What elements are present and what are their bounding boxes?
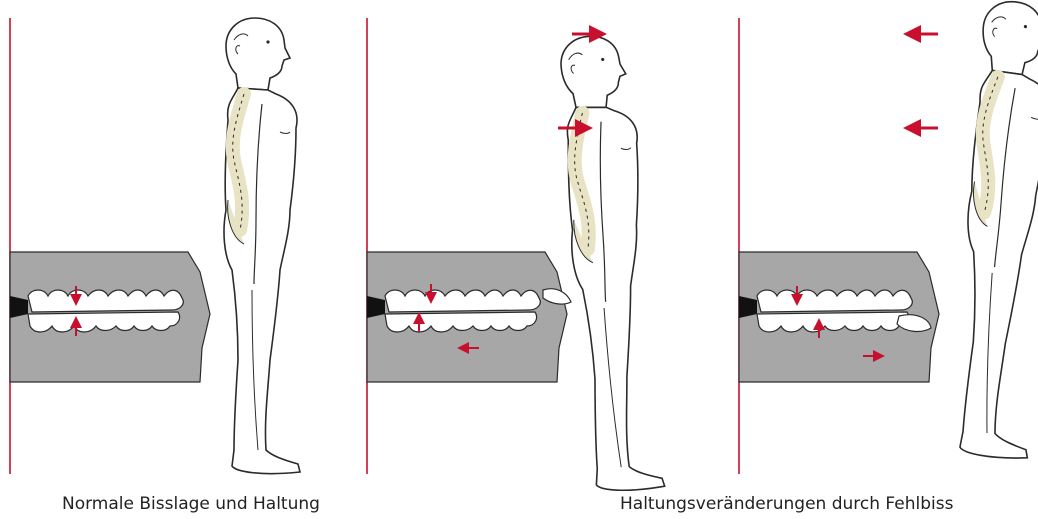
caption-normal: Normale Bisslage und Haltung bbox=[62, 494, 320, 514]
jaw-retruded bbox=[367, 252, 571, 382]
panel-class-ii bbox=[367, 18, 665, 493]
figure-leaning-forward bbox=[951, 0, 1038, 459]
figure-leaning-back bbox=[557, 33, 665, 493]
jaw-normal bbox=[10, 252, 210, 382]
jaw-protruded bbox=[739, 252, 939, 382]
caption-malocclusion: Haltungsveränderungen durch Fehlbiss bbox=[620, 494, 953, 514]
panel-normal bbox=[10, 18, 300, 474]
figure-upright bbox=[224, 18, 300, 474]
panel-class-iii bbox=[739, 0, 1038, 474]
